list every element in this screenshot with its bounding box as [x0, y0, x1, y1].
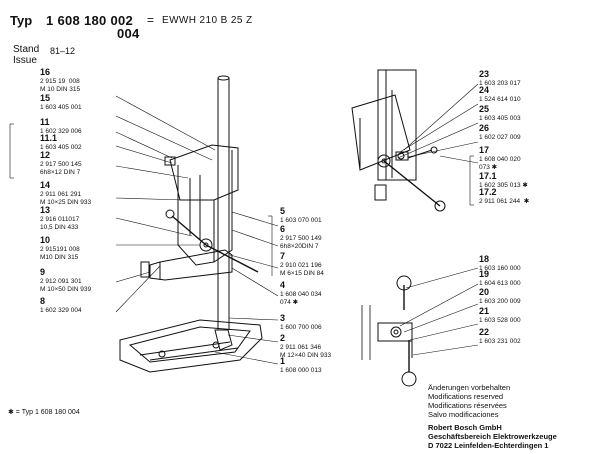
stand-issue-value: 81–12	[50, 46, 76, 56]
part-code: 1 603 160 000	[479, 265, 521, 272]
part-number: 15	[40, 93, 51, 103]
part-number: 2	[280, 333, 286, 343]
part-code: 1 603 405 003	[479, 115, 521, 122]
part-number: 25	[479, 104, 490, 114]
part-number: 14	[40, 180, 51, 190]
part-number: 22	[479, 327, 490, 337]
part-number: 3	[280, 313, 286, 323]
leader-lines-detail-bottom	[399, 267, 479, 356]
type-label: Typ	[10, 13, 33, 28]
part-number: 17	[479, 145, 490, 155]
footnote: ✱ = Typ 1 608 180 004	[8, 409, 80, 416]
part-code: 1 603 405 001	[40, 104, 82, 111]
type-number: 1 608 180 002	[46, 13, 134, 28]
part-number: 11.1	[40, 133, 58, 143]
part-code: 1 608 000 013	[280, 367, 322, 374]
part-number: 24	[479, 85, 490, 95]
part-code: 1 608 040 034 074 ✱	[280, 291, 322, 306]
part-code: 1 603 070 001	[280, 217, 322, 224]
part-code: 1 603 528 000	[479, 317, 521, 324]
part-number: 11	[40, 117, 50, 127]
part-code: 1 603 203 017	[479, 80, 521, 87]
part-code: 2 917 500 149 6h8×20DIN 7	[280, 235, 322, 250]
part-code: 1 602 305 013 ✱	[479, 182, 528, 189]
part-code: 1 602 027 009	[479, 134, 521, 141]
part-code: 1 603 405 002	[40, 144, 82, 151]
part-number: 18	[479, 254, 490, 264]
part-number: 10	[40, 235, 51, 245]
part-number: 21	[479, 306, 490, 316]
type-variant: 004	[117, 26, 140, 41]
part-number: 1	[280, 356, 286, 366]
part-code: 2 912 091 301 M 10×50 DIN 939	[40, 278, 92, 293]
part-code: 2 911 061 244 ✱	[479, 198, 530, 205]
part-code: 2 915 19 008 M 10 DIN 315	[40, 78, 81, 93]
part-number: 20	[479, 287, 490, 297]
part-number: 17.1	[479, 171, 497, 181]
leader-lines-left	[9, 95, 216, 313]
part-code: 2 911 061 291 M 10×25 DIN 933	[40, 191, 92, 206]
company-address: Robert Bosch GmbH Geschäftsbereich Elekt…	[428, 423, 557, 450]
part-code: 2 915191 008 M10 DIN 315	[40, 246, 80, 261]
part-number: 7	[280, 251, 286, 261]
part-number: 16	[40, 67, 51, 77]
part-code: 1 602 329 004	[40, 307, 82, 314]
part-number: 5	[280, 206, 286, 216]
detail-column-lever	[361, 275, 417, 387]
equals-sign: =	[147, 13, 155, 27]
model-name: EWWH 210 B 25 Z	[162, 15, 253, 26]
part-number: 13	[40, 205, 51, 215]
part-code: 1 524 614 010	[479, 96, 521, 103]
part-number: 4	[280, 280, 286, 290]
part-number: 6	[280, 224, 286, 234]
part-number: 12	[40, 150, 51, 160]
part-number: 8	[40, 296, 46, 306]
part-number: 17.2	[479, 187, 497, 197]
stand-base	[119, 319, 263, 373]
modification-notes: Änderungen vorbehalten Modifications res…	[428, 383, 511, 419]
part-code: 1 602 329 006	[40, 128, 82, 135]
part-code: 2 911 061 346 M 12×40 DIN 933	[280, 344, 332, 359]
leader-lines-middle	[214, 211, 279, 365]
part-code: 1 604 613 000	[479, 280, 521, 287]
part-code: 1 603 231 002	[479, 338, 521, 345]
part-code: 2 916 011017 10,5 DIN 433	[40, 216, 80, 231]
part-code: 2 910 021 196 M 6×15 DIN 84	[280, 262, 324, 277]
part-number: 9	[40, 267, 46, 277]
part-number: 23	[479, 69, 490, 79]
stand-depth-stop	[140, 249, 233, 281]
part-number: 19	[479, 269, 490, 279]
part-code: 1 600 700 006	[280, 324, 322, 331]
detail-feed-lever	[351, 69, 446, 212]
part-code: 1 603 200 009	[479, 298, 521, 305]
leader-lines-detail-top	[397, 83, 479, 206]
part-code: 2 917 500 145 6h8×12 DIN 7	[40, 161, 82, 176]
stand-carriage	[164, 144, 239, 266]
part-code: 1 608 040 020 073 ✱	[479, 156, 521, 171]
stand-column	[217, 75, 230, 330]
part-number: 26	[479, 123, 490, 133]
stand-issue-label: Stand Issue	[13, 44, 40, 66]
